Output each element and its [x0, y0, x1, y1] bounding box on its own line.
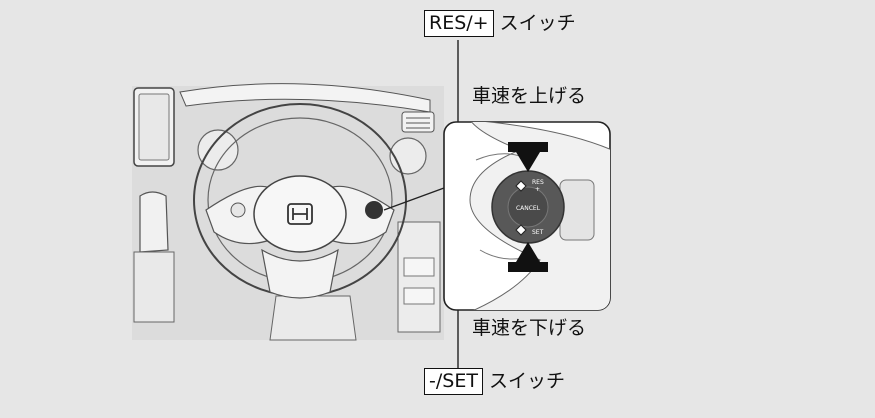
direction-arrows	[508, 142, 548, 272]
set-diamond-icon	[515, 224, 527, 236]
res-diamond-icon	[515, 180, 527, 192]
res-face-text: RES	[532, 179, 544, 186]
res-switch-suffix: スイッチ	[499, 12, 576, 34]
set-face-text: SET	[532, 229, 544, 236]
set-switch-suffix: スイッチ	[488, 370, 565, 392]
set-button-box: -/SET	[424, 368, 483, 395]
dashboard-illustration	[132, 83, 444, 341]
speed-up-label: 車速を上げる	[472, 85, 587, 107]
plus-face-text: +	[535, 186, 540, 193]
cruise-switch-dial: RES + CANCEL SET	[491, 170, 565, 244]
res-button-box: RES/+	[424, 10, 494, 37]
speed-down-label: 車速を下げる	[472, 317, 587, 339]
cancel-face-text: CANCEL	[516, 205, 541, 212]
arrow-down-icon	[508, 142, 548, 172]
res-switch-label: RES/+スイッチ	[424, 10, 576, 37]
arrow-up-icon	[508, 242, 548, 272]
